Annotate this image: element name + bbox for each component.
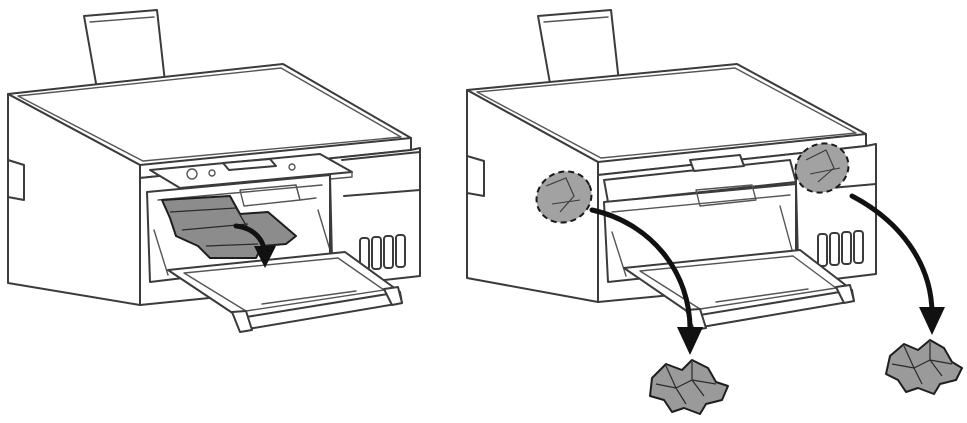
printer-icon bbox=[7, 9, 421, 333]
ink-tank-windows bbox=[817, 230, 864, 267]
torn-paper-right-spot bbox=[794, 142, 850, 194]
panel-left bbox=[7, 9, 421, 333]
arrow-icon bbox=[233, 223, 276, 268]
crumpled-paper-icon bbox=[649, 359, 729, 415]
arrow-icon bbox=[849, 193, 945, 335]
arrow-icon bbox=[589, 207, 703, 355]
ink-tank-windows bbox=[359, 234, 406, 271]
panel-right bbox=[466, 9, 963, 415]
torn-paper-left-spot bbox=[535, 170, 593, 224]
crumpled-paper-icon bbox=[885, 339, 963, 395]
